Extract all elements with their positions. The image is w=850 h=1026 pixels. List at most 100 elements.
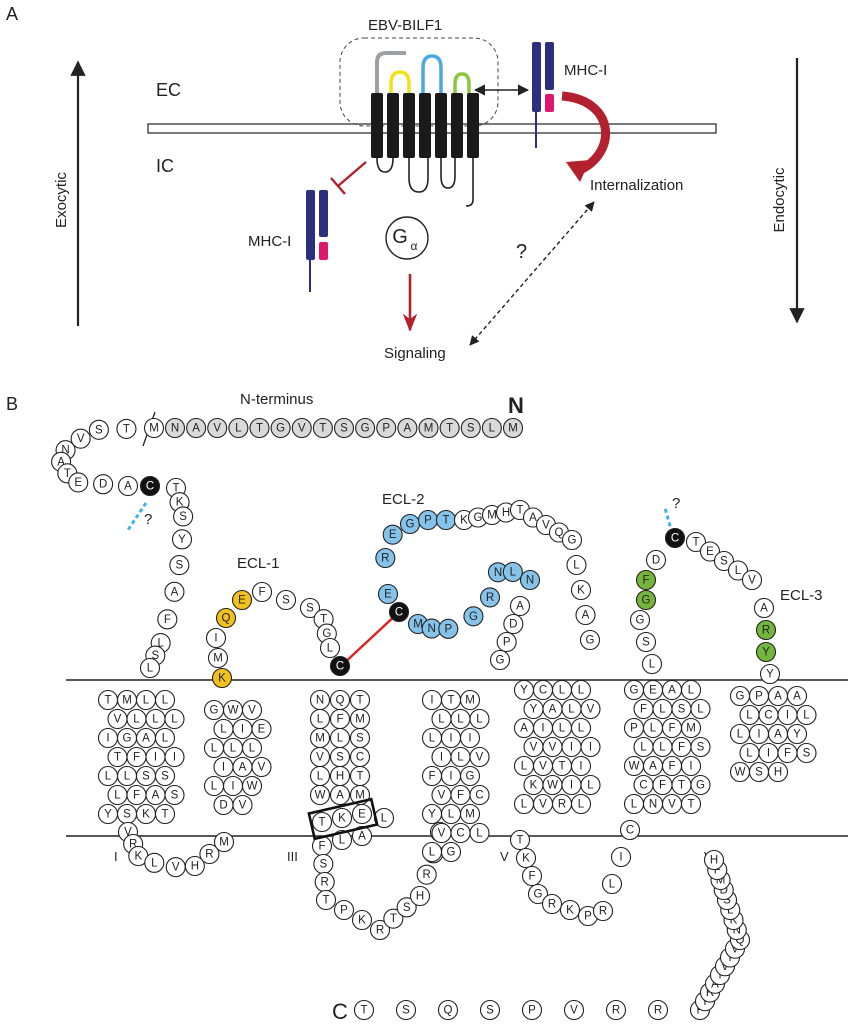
residue-tm5: V (532, 793, 554, 815)
svg-text:M: M (355, 714, 365, 726)
residue-tm3: T (349, 689, 371, 711)
svg-text:S: S (755, 767, 763, 779)
svg-text:F: F (318, 841, 325, 853)
svg-text:F: F (659, 780, 666, 792)
residue-tm3: N (309, 689, 331, 711)
svg-text:T: T (558, 761, 565, 773)
residue-tm5: L (551, 717, 573, 739)
residue-tm3: H (329, 765, 351, 787)
residue-cysteine: C (664, 527, 686, 549)
residue-tm6: F (661, 755, 683, 777)
residue-ecl1: F (251, 581, 273, 603)
svg-text:C: C (356, 752, 364, 764)
residue-tm1: F (126, 784, 147, 806)
residue-tm3: S (349, 727, 371, 749)
residue-tm5: I (561, 774, 582, 796)
svg-text:R: R (706, 987, 714, 999)
svg-text:A: A (668, 685, 676, 697)
residue-nterm: G (355, 417, 376, 439)
mhc-left-label: MHC-I (248, 233, 291, 250)
svg-text:S: S (803, 748, 811, 760)
svg-text:T: T (319, 423, 326, 435)
residue-tm1: L (126, 708, 147, 730)
tke-box (307, 797, 379, 841)
residue-tm5: I (580, 736, 601, 758)
residue-ecl2: P (438, 618, 459, 639)
svg-text:N: N (316, 695, 324, 707)
svg-text:L: L (143, 695, 150, 707)
residue-strand: S (173, 506, 194, 527)
svg-text:V: V (570, 1005, 578, 1017)
residue-il2: K (351, 909, 373, 931)
svg-text:L: L (650, 723, 657, 735)
svg-text:F: F (336, 714, 343, 726)
residue-tm5: L (570, 679, 592, 701)
svg-text:E: E (384, 589, 392, 601)
svg-text:E: E (74, 477, 82, 489)
svg-text:L: L (337, 733, 344, 745)
svg-text:S: S (340, 423, 348, 435)
signaling-label: Signaling (384, 345, 446, 362)
residue-tm6: E (642, 679, 664, 701)
residue-tm6: S (671, 698, 692, 720)
svg-text:F: F (428, 771, 435, 783)
residue-tm3: C (349, 746, 371, 768)
residue-ecl2: G (489, 649, 511, 671)
svg-text:I: I (214, 633, 217, 645)
svg-text:V: V (248, 705, 256, 717)
svg-text:S: S (151, 650, 159, 662)
residue-tm6: T (671, 774, 692, 796)
residue-tm4: L (450, 746, 471, 768)
svg-text:T: T (104, 695, 111, 707)
svg-text:V: V (316, 752, 324, 764)
n-letter: N (508, 393, 524, 418)
svg-text:M: M (213, 653, 223, 665)
residue-tm6: W (623, 755, 645, 777)
ec-label: EC (156, 80, 181, 100)
residue-tm3: M (349, 708, 371, 730)
svg-text:K: K (176, 497, 184, 509)
residue-tm5: L (561, 698, 582, 720)
svg-text:G: G (474, 512, 483, 524)
svg-text:Y: Y (178, 534, 186, 546)
residue-tm1: L (145, 708, 166, 730)
residue-ecl2: L (566, 554, 587, 576)
residue-tm7: C (758, 704, 779, 726)
residue-tm4: L (469, 708, 490, 730)
svg-text:L: L (147, 663, 154, 675)
svg-text:L: L (162, 733, 169, 745)
residue-tm5: C (532, 679, 554, 701)
svg-text:I: I (106, 733, 109, 745)
svg-text:I: I (222, 762, 225, 774)
svg-text:L: L (162, 695, 169, 707)
svg-text:D: D (720, 885, 728, 897)
svg-text:L: L (457, 752, 464, 764)
internalization-arrow (561, 91, 611, 175)
residue-ecl3: R (755, 619, 777, 641)
residue-tm5: A (513, 717, 535, 739)
svg-text:T: T (322, 895, 329, 907)
svg-text:C: C (456, 828, 464, 840)
svg-text:S: S (175, 560, 183, 572)
svg-text:I: I (579, 761, 582, 773)
residue-tm6: L (652, 736, 673, 758)
svg-text:R: R (423, 869, 431, 881)
residue-ctail: V (563, 999, 585, 1021)
svg-text:T: T (172, 483, 179, 495)
svg-text:P: P (755, 691, 763, 703)
svg-text:F: F (668, 723, 675, 735)
residue-tm1: T (107, 746, 128, 768)
svg-text:T: T (320, 614, 327, 626)
residue-tke: E (351, 803, 373, 825)
svg-text:V: V (239, 800, 247, 812)
svg-text:V: V (114, 714, 122, 726)
residue-tm6: F (633, 698, 654, 720)
svg-text:L: L (230, 743, 237, 755)
residue-ecl3: G (629, 609, 651, 631)
svg-text:S: S (697, 742, 705, 754)
svg-text:V: V (258, 762, 266, 774)
svg-text:L: L (317, 771, 324, 783)
question-left: ? (144, 511, 152, 528)
